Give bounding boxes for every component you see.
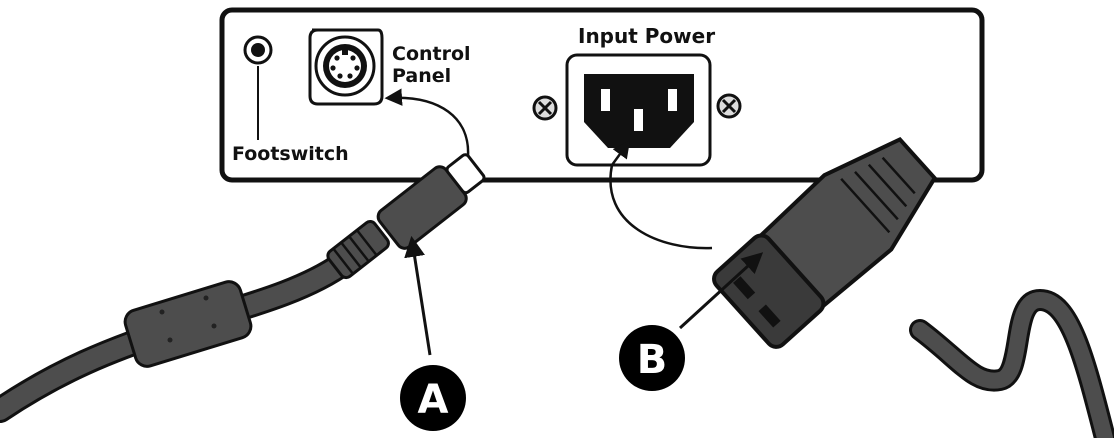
- callout-b-leader: [678, 252, 764, 330]
- footswitch-jack: [243, 35, 273, 140]
- footswitch-label: Footswitch: [232, 143, 349, 165]
- power-insert-arrow: [609, 140, 713, 250]
- input-power-label: Input Power: [578, 24, 715, 48]
- control-label-line1: Control: [392, 43, 471, 65]
- screw-left: [532, 95, 558, 121]
- control-panel-port: [308, 28, 384, 106]
- callout-b-badge: B: [619, 325, 685, 391]
- power-inlet: [565, 53, 712, 167]
- control-label-line2: Panel: [392, 65, 451, 87]
- control-cable: [0, 153, 486, 423]
- callout-a-leader: [404, 235, 432, 356]
- callout-b-letter: B: [637, 337, 668, 383]
- screw-right: [716, 93, 742, 119]
- callout-a-letter: A: [418, 377, 449, 423]
- callout-a-badge: A: [400, 365, 466, 431]
- control-insert-arrow: [384, 88, 470, 157]
